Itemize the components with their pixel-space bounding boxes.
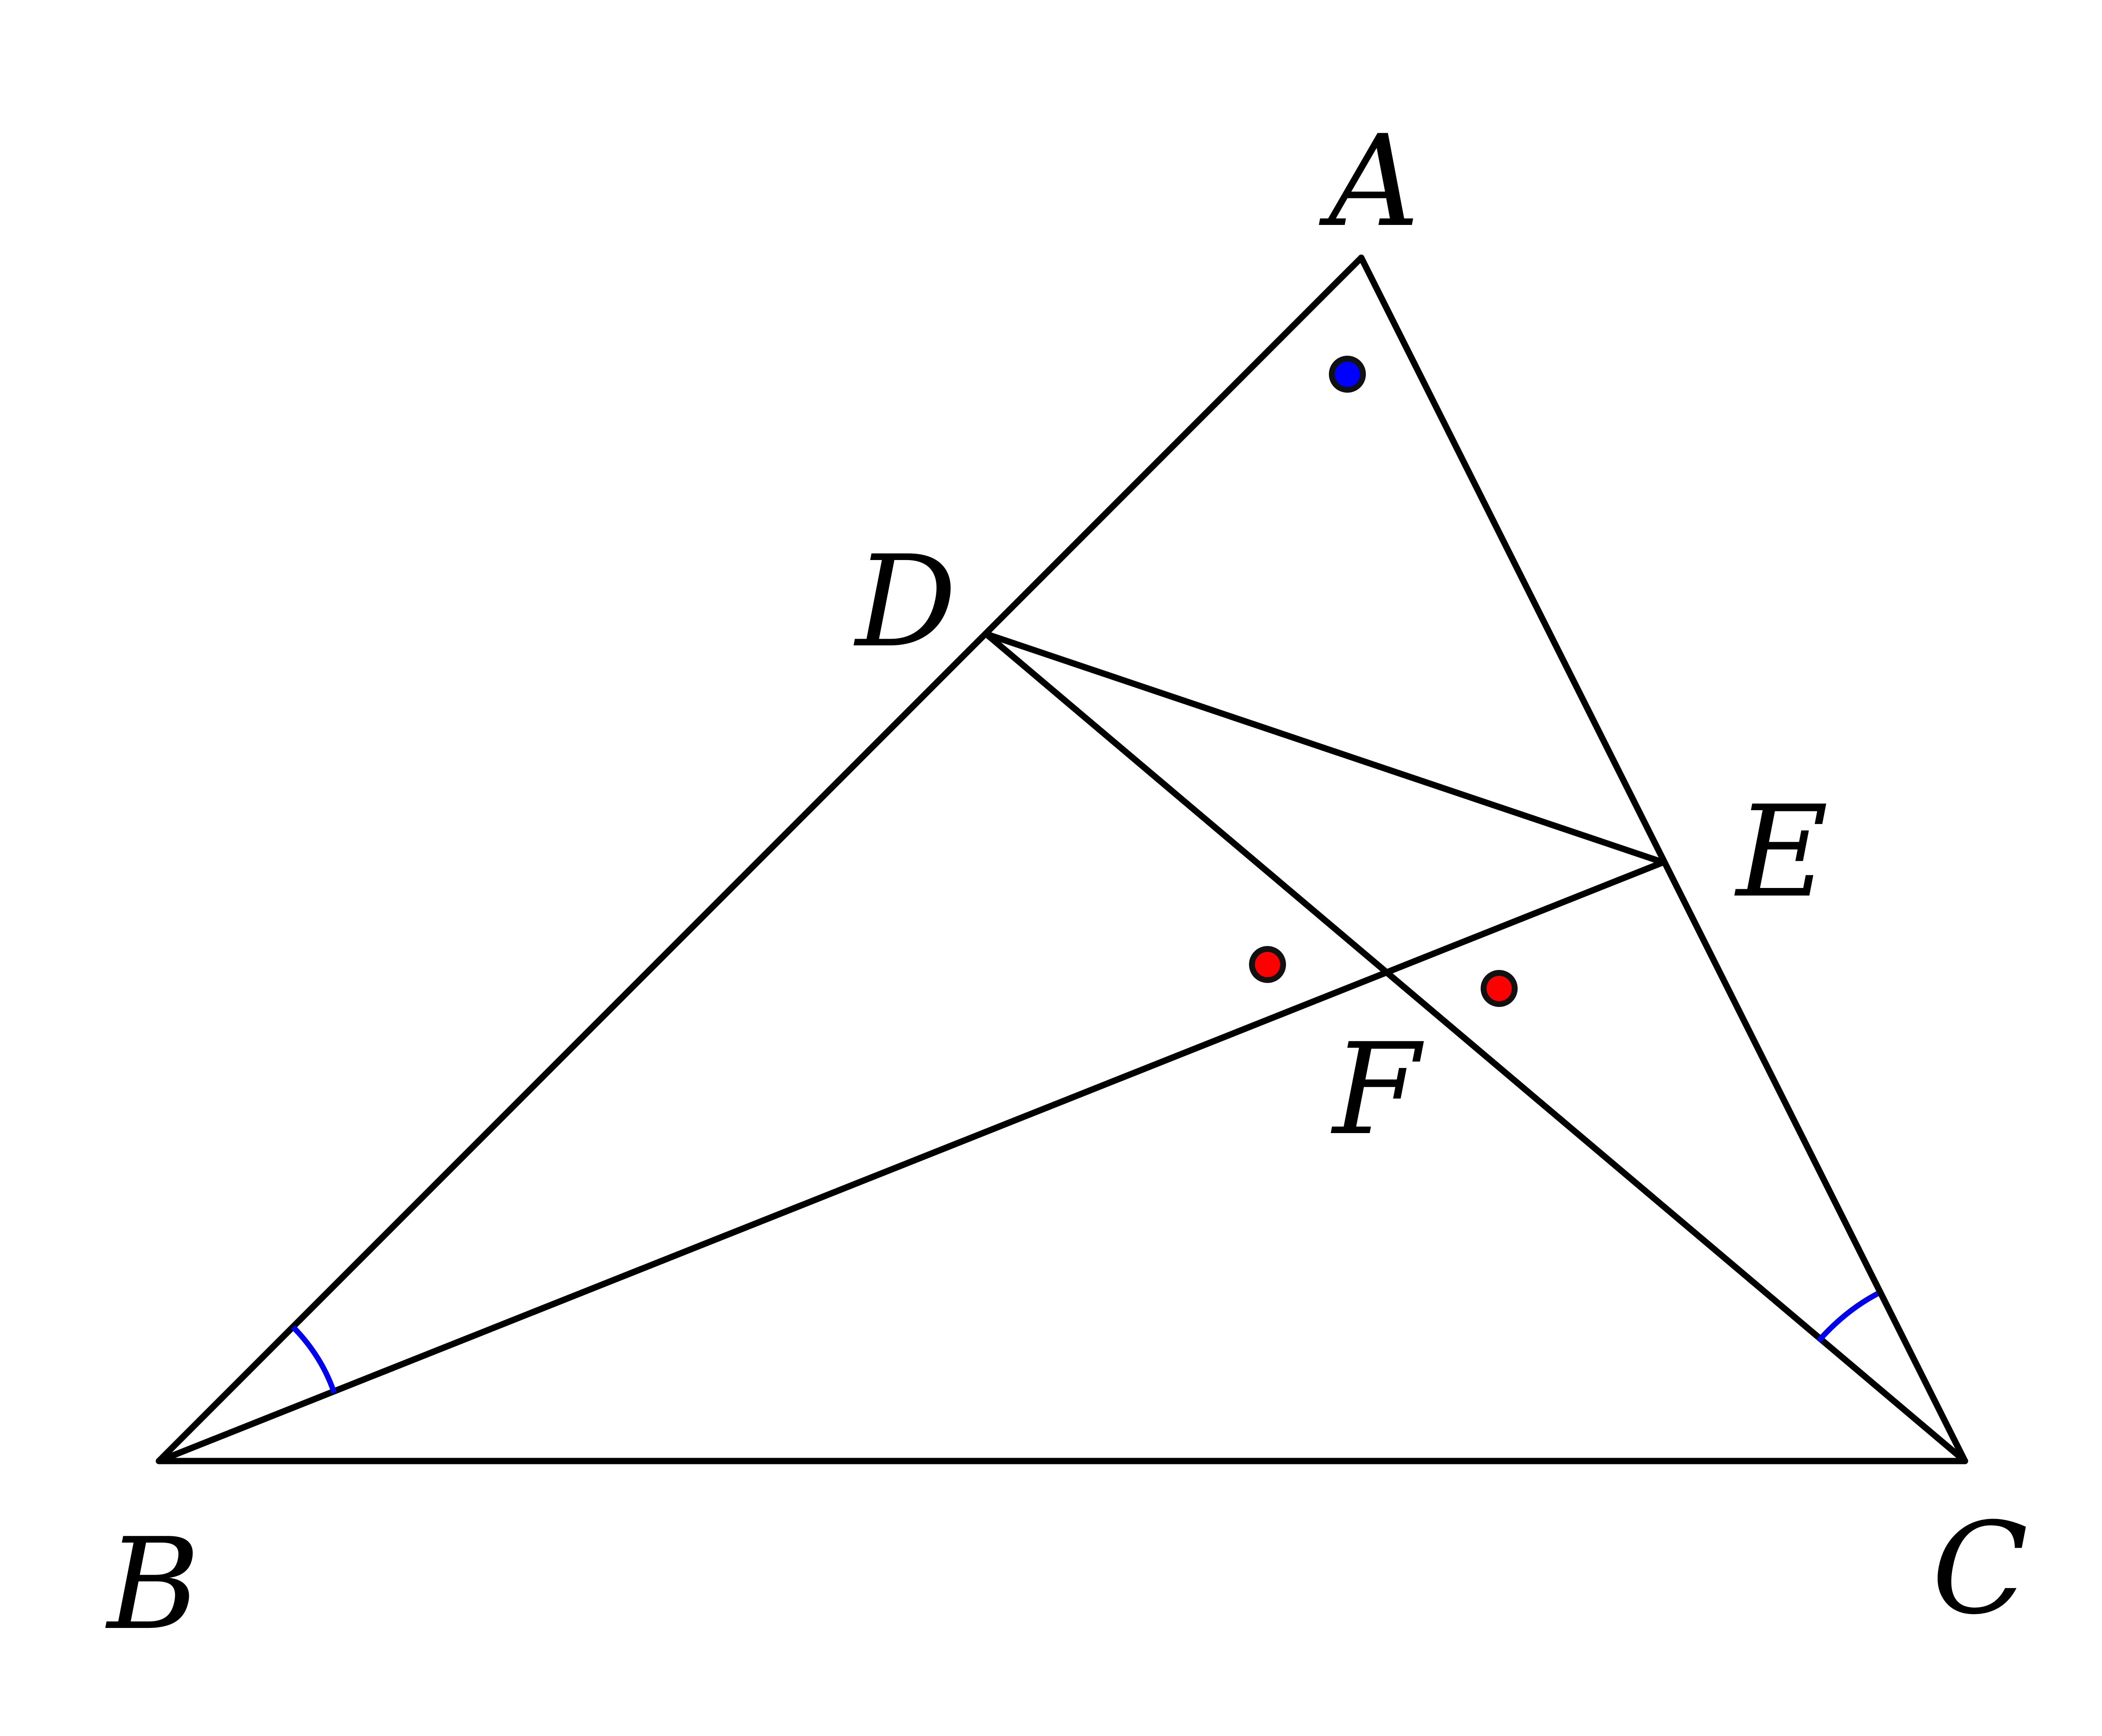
angle-mark-c: [1817, 1291, 1879, 1343]
segment-de: [983, 631, 1666, 866]
angle-mark-b: [291, 1325, 337, 1394]
segment-be: [156, 859, 1666, 1464]
label-point-c: C: [1932, 1496, 2028, 1642]
segment-ab: [156, 254, 1365, 1464]
label-point-e: E: [1734, 779, 1828, 925]
red-marker-dot-right: [1481, 970, 1518, 1007]
label-point-f: F: [1331, 1016, 1425, 1163]
label-point-a: A: [1319, 108, 1420, 255]
blue-marker-dot: [1329, 356, 1366, 393]
label-point-d: D: [853, 528, 956, 675]
segment-dc: [983, 631, 1968, 1464]
red-marker-dot-left: [1249, 946, 1286, 983]
label-point-b: B: [105, 1511, 200, 1658]
